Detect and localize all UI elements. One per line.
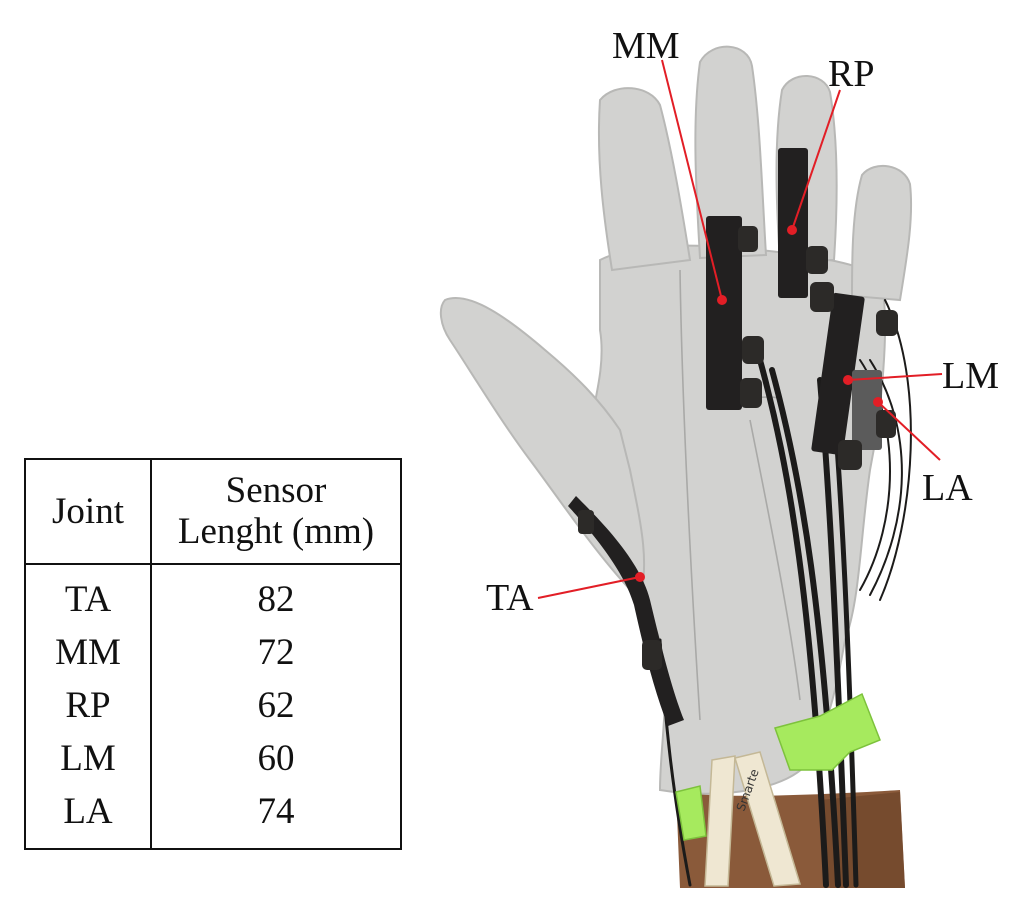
table-row: TA 82: [25, 563, 401, 626]
sensor-length-table: Joint Sensor Lenght (mm) TA 82 MM 72 RP …: [24, 458, 402, 850]
sensor-strip-la: [852, 370, 882, 450]
table-header-row: Joint Sensor Lenght (mm): [25, 459, 401, 565]
glove-middle-finger: [694, 45, 768, 260]
table-row: LA 74: [25, 784, 401, 849]
header-sensor-length-line1: Sensor: [225, 470, 327, 511]
label-lm: LM: [942, 355, 999, 397]
leader-line-mm: [661, 59, 723, 301]
label-rp: RP: [828, 53, 874, 95]
leader-line-ta: [537, 576, 641, 599]
joint-cell: TA: [25, 563, 152, 626]
label-ta: TA: [486, 577, 534, 619]
wrist-strap: [704, 751, 801, 887]
leader-line-lm: [847, 373, 943, 381]
marker-rp: [787, 225, 797, 235]
leader-line-la: [877, 401, 941, 461]
green-tape: [675, 692, 881, 841]
marker-lm: [843, 375, 853, 385]
glove-index-finger: [597, 87, 692, 272]
marker-ta: [635, 572, 645, 582]
joint-markers: [635, 225, 883, 582]
length-cell: 82: [257, 578, 295, 620]
header-joint: Joint: [25, 459, 152, 565]
marker-mm: [717, 295, 727, 305]
header-sensor-length: Sensor Lenght (mm): [151, 459, 401, 565]
joint-cell: MM: [25, 625, 152, 679]
table-row: LM 60: [25, 731, 401, 785]
marker-la: [873, 397, 883, 407]
sensor-strip-rp: [778, 148, 808, 298]
joint-cell: LM: [25, 731, 152, 785]
length-cell: 72: [257, 631, 295, 673]
length-cell: 74: [257, 790, 295, 832]
header-sensor-length-line2: Lenght (mm): [177, 511, 375, 553]
leader-line-rp: [791, 89, 841, 231]
sensor-strip-lm: [811, 292, 865, 456]
joint-cell: RP: [25, 678, 152, 732]
sensor-strip-mm: [706, 216, 742, 410]
glove-little-finger: [850, 164, 913, 302]
sensor-connectors: [578, 226, 898, 670]
label-la: LA: [922, 467, 973, 509]
length-cell: 62: [257, 684, 295, 726]
label-mm: MM: [612, 25, 680, 67]
leader-lines: [537, 59, 943, 599]
length-cell: 60: [257, 737, 295, 779]
table-row: MM 72: [25, 625, 401, 679]
joint-cell: LA: [25, 784, 152, 849]
table-row: RP 62: [25, 678, 401, 732]
